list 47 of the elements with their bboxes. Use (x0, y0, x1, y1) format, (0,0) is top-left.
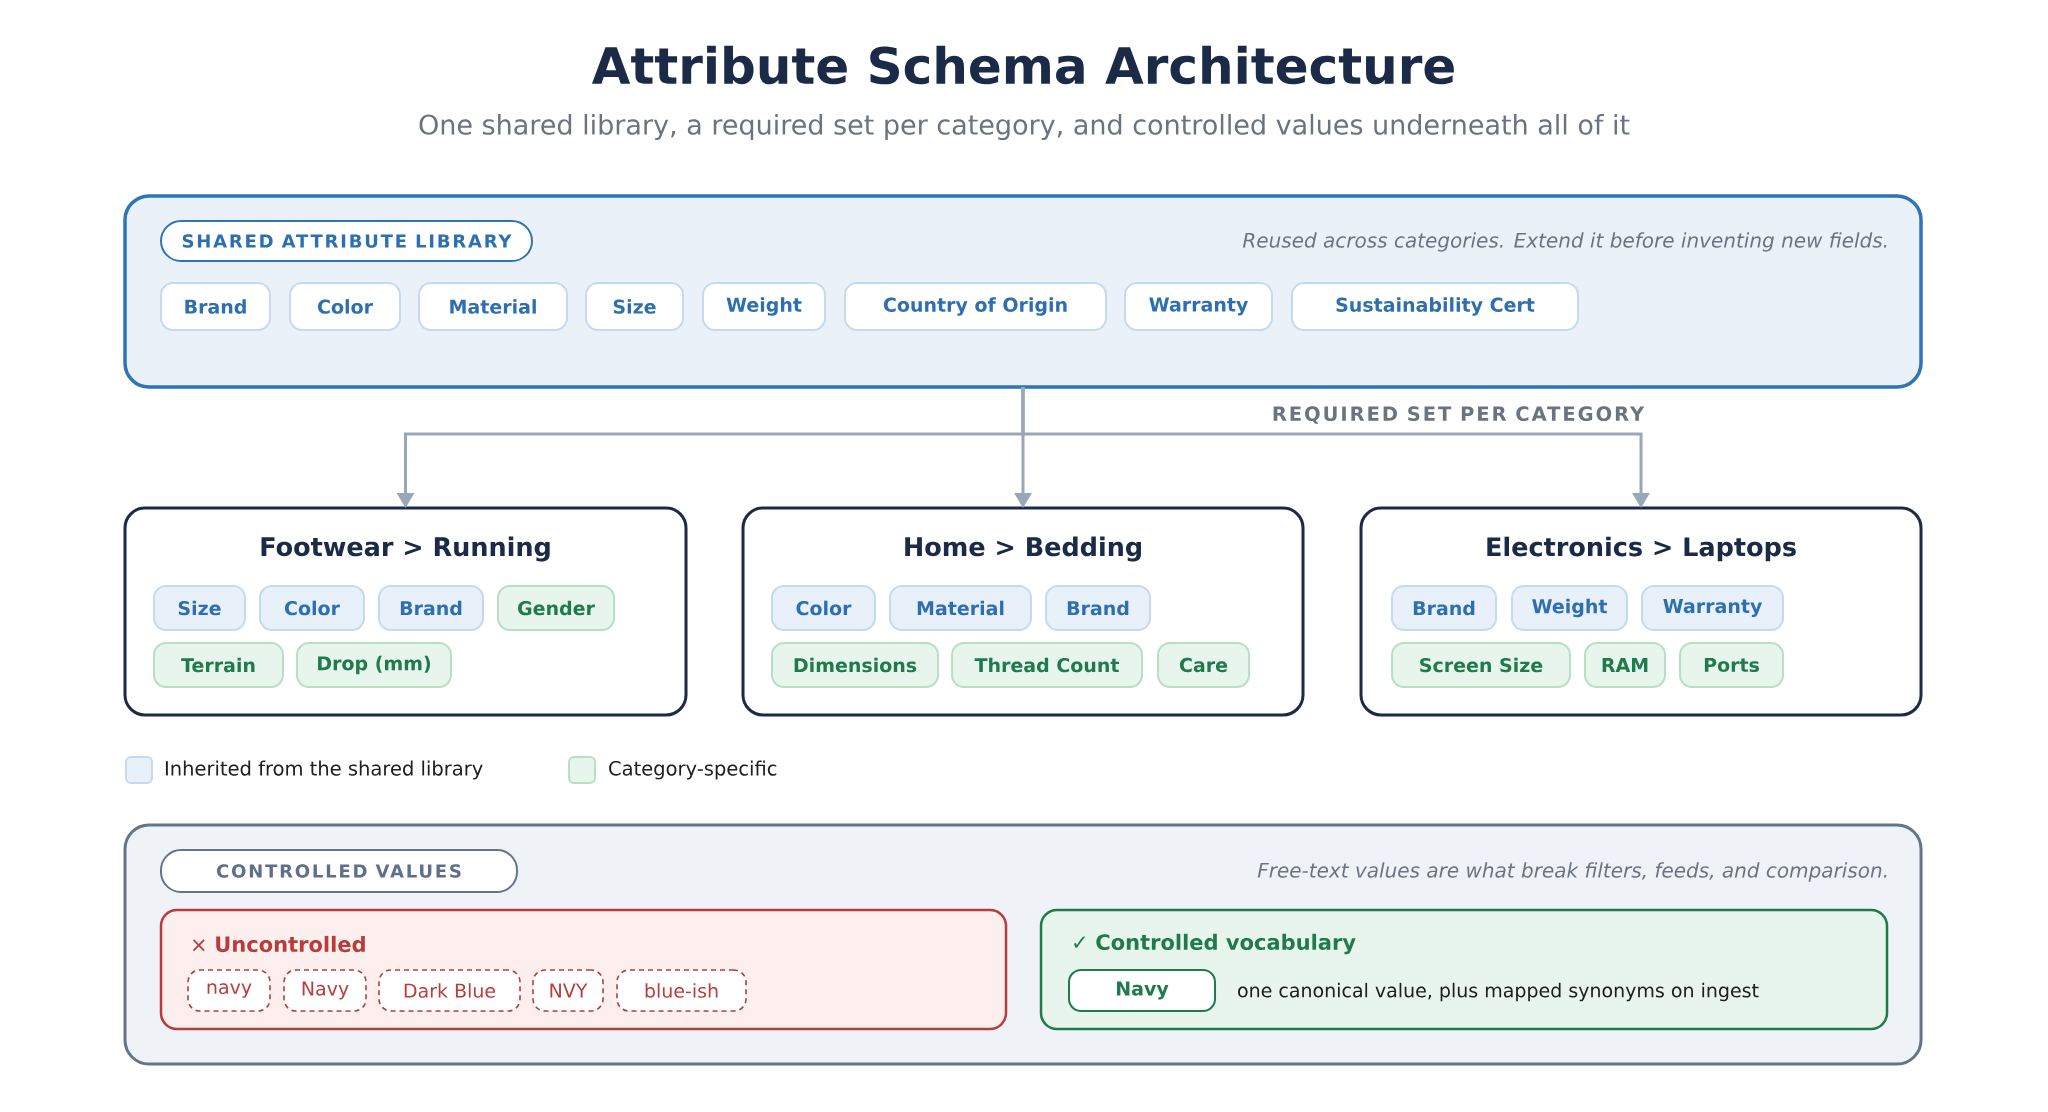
category-title: Electronics > Laptops (1487, 536, 1796, 562)
section-badge: SHARED ATTRIBUTE LIBRARY (160, 220, 533, 262)
subtitle: One shared library, a required set per category, and controlled values underneath all of it (419, 113, 1630, 141)
attribute-tag: Size (585, 282, 684, 331)
attribute-tag: Gender (497, 585, 615, 631)
attribute-tag: Ports (1679, 642, 1784, 688)
attribute-tag: Color (771, 585, 876, 631)
attribute-tag: Weight (702, 282, 826, 331)
attribute-tag: Weight (1511, 585, 1628, 631)
note-text: Reused across categories. Extend it before inventing new fields. (1242, 232, 1887, 252)
section-badge: CONTROLLED VALUES (160, 849, 518, 893)
attribute-tag: Country of Origin (844, 282, 1107, 331)
value-tag: blue-ish (616, 969, 747, 1012)
attribute-tag: Material (889, 585, 1032, 631)
title: Attribute Schema Architecture (592, 45, 1454, 85)
attribute-tag: Dimensions (771, 642, 939, 688)
attribute-tag: Color (259, 585, 365, 631)
attribute-tag: Brand (1391, 585, 1497, 631)
category-title: Footwear > Running (261, 536, 550, 562)
attribute-tag: Brand (378, 585, 484, 631)
attribute-tag: Thread Count (951, 642, 1143, 688)
description-text: one canonical value, plus mapped synonyms on ingest (1238, 982, 1759, 1002)
attribute-tag: Color (289, 282, 401, 331)
legend-text: Category-specific (609, 760, 777, 780)
attribute-tag: Size (153, 585, 246, 631)
legend-text: Inherited from the shared library (165, 760, 483, 780)
attribute-tag: Care (1157, 642, 1250, 688)
attribute-tag: Drop (mm) (296, 642, 452, 688)
attribute-tag: Sustainability Cert (1291, 282, 1579, 331)
attribute-tag: Material (418, 282, 568, 331)
attribute-tag: Warranty (1641, 585, 1784, 631)
value-tag: Navy (283, 969, 367, 1012)
note-text: Free-text values are what break filters, feeds, and comparison. (1257, 862, 1887, 882)
attribute-tag: Terrain (153, 642, 284, 688)
value-tag: Navy (1068, 969, 1216, 1012)
category-title: Home > Bedding (905, 536, 1141, 562)
box-heading: × Uncontrolled (192, 935, 365, 953)
attribute-tag: Brand (1045, 585, 1151, 631)
value-tag: navy (187, 969, 271, 1012)
attribute-tag: Brand (160, 282, 271, 331)
box-heading: ✓ Controlled vocabulary (1074, 933, 1356, 955)
attribute-tag: RAM (1584, 642, 1666, 688)
edge-caption: REQUIRED SET PER CATEGORY (1273, 406, 1645, 424)
attribute-tag: Screen Size (1391, 642, 1571, 688)
value-tag: Dark Blue (378, 969, 521, 1012)
attribute-tag: Warranty (1124, 282, 1273, 331)
value-tag: NVY (532, 969, 604, 1012)
